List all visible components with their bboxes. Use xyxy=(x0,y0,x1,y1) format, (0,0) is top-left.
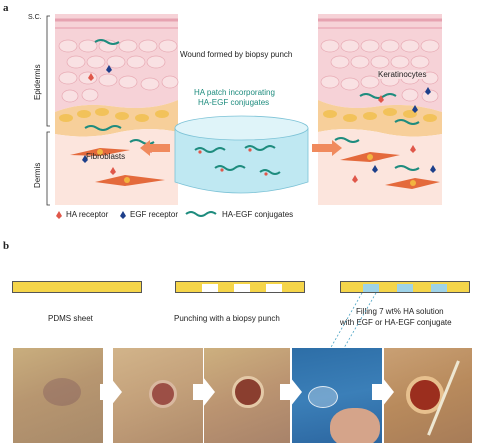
photo-final-wound xyxy=(384,348,472,443)
photo-filling-solution xyxy=(292,348,382,443)
photo-intact-skin xyxy=(13,348,103,443)
panel-label-b: b xyxy=(3,240,10,252)
step1-label: PDMS sheet xyxy=(48,314,93,323)
legend-icons xyxy=(56,211,217,219)
legend-ha-receptor: HA receptor xyxy=(66,210,109,219)
step3-label-line2: with EGF or HA-EGF conjugate xyxy=(340,318,452,327)
patch-label-line2: HA-EGF conjugates xyxy=(198,98,270,107)
photo-punched-wound xyxy=(113,348,203,443)
wound-label: Wound formed by biopsy punch xyxy=(180,50,293,59)
legend-conjugates: HA-EGF conjugates xyxy=(222,210,294,219)
sc-label: S.C. xyxy=(28,14,42,21)
panel-label-a: a xyxy=(3,2,9,14)
ha-patch xyxy=(174,115,309,194)
step3-label-line1: Filling 7 wt% HA solution xyxy=(356,307,444,316)
patch-label-line1: HA patch incorporating xyxy=(194,88,275,97)
release-arrows xyxy=(140,140,342,156)
keratinocytes-label: Keratinocytes xyxy=(378,70,427,79)
fibroblasts-label: Fibroblasts xyxy=(86,152,126,161)
pdms-sheet xyxy=(12,281,142,293)
filled-sheet xyxy=(340,281,470,293)
right-skin-block xyxy=(318,14,442,205)
legend-egf-receptor: EGF receptor xyxy=(130,210,179,219)
skin-diagram xyxy=(46,14,442,219)
left-skin-block xyxy=(55,14,179,205)
punched-sheet xyxy=(175,281,305,293)
step2-label: Punching with a biopsy punch xyxy=(174,314,280,323)
photo-patch-applied xyxy=(204,348,290,443)
